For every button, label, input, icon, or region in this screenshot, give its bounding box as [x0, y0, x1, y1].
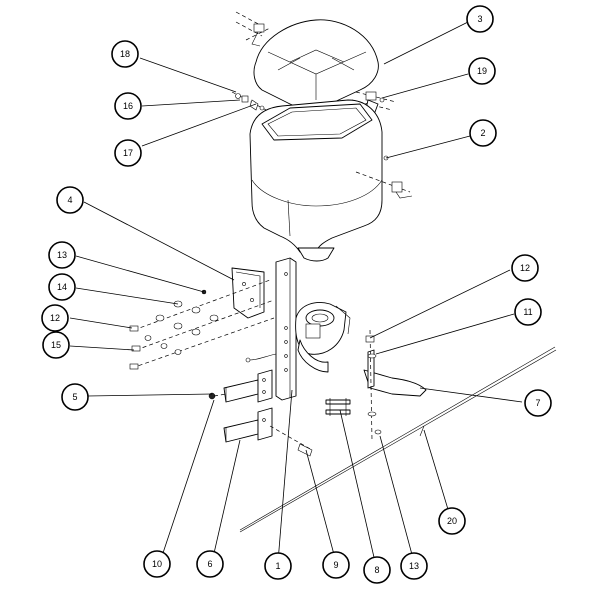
- callout-label: 10: [152, 559, 162, 569]
- vertical-post: [245, 257, 297, 401]
- callout-19: 19: [468, 57, 496, 85]
- callout-18: 18: [111, 40, 139, 68]
- callout-13-left: 13: [48, 241, 76, 269]
- deflector-chute: [363, 329, 427, 441]
- callout-label: 1: [275, 561, 280, 571]
- callout-11: 11: [514, 298, 542, 326]
- callout-label: 13: [409, 561, 419, 571]
- callout-2: 2: [469, 119, 497, 147]
- u-bolt-clamps: [325, 398, 351, 416]
- callout-label: 12: [520, 263, 530, 273]
- callout-label: 17: [123, 148, 133, 158]
- callout-13-right: 13: [400, 552, 428, 580]
- upper-hitch-bracket: [208, 369, 273, 403]
- callout-label: 16: [123, 101, 133, 111]
- control-cable: [239, 346, 557, 533]
- callout-label: 11: [523, 307, 532, 317]
- callout-17: 17: [114, 139, 142, 167]
- spinner-motor: [295, 302, 351, 373]
- callout-label: 12: [50, 313, 60, 323]
- callout-label: 9: [333, 560, 338, 570]
- callout-label: 13: [57, 250, 67, 260]
- callout-label: 3: [477, 14, 482, 24]
- hopper-body: [249, 99, 413, 262]
- lid-latch-left: [235, 11, 271, 47]
- callout-label: 4: [67, 195, 72, 205]
- callout-label: 8: [374, 565, 379, 575]
- mount-plate: [231, 267, 265, 319]
- left-hardware-stack: [129, 279, 275, 370]
- callout-8: 8: [363, 556, 391, 584]
- callout-4: 4: [56, 186, 84, 214]
- callout-1: 1: [264, 552, 292, 580]
- lower-hitch-bracket: [223, 407, 313, 457]
- callout-label: 5: [72, 392, 77, 402]
- callout-label: 20: [447, 516, 457, 526]
- callout-label: 14: [57, 282, 67, 292]
- callout-label: 18: [120, 49, 130, 59]
- hinge-hardware: [231, 91, 271, 113]
- callout-12-right: 12: [511, 254, 539, 282]
- callout-label: 6: [207, 559, 212, 569]
- hopper-lid: [253, 19, 379, 109]
- callout-20: 20: [438, 507, 466, 535]
- callout-3: 3: [466, 5, 494, 33]
- callout-12-left: 12: [41, 304, 69, 332]
- callout-15: 15: [42, 331, 70, 359]
- callout-10: 10: [143, 550, 171, 578]
- callout-16: 16: [114, 92, 142, 120]
- callout-7: 7: [524, 389, 552, 417]
- leader-lines: [69, 21, 523, 567]
- callout-6: 6: [196, 550, 224, 578]
- callout-label: 19: [477, 66, 487, 76]
- callout-label: 15: [51, 340, 61, 350]
- callout-9: 9: [322, 551, 350, 579]
- callout-label: 2: [480, 128, 485, 138]
- callout-14: 14: [48, 273, 76, 301]
- callout-5: 5: [61, 383, 89, 411]
- callout-label: 7: [535, 398, 540, 408]
